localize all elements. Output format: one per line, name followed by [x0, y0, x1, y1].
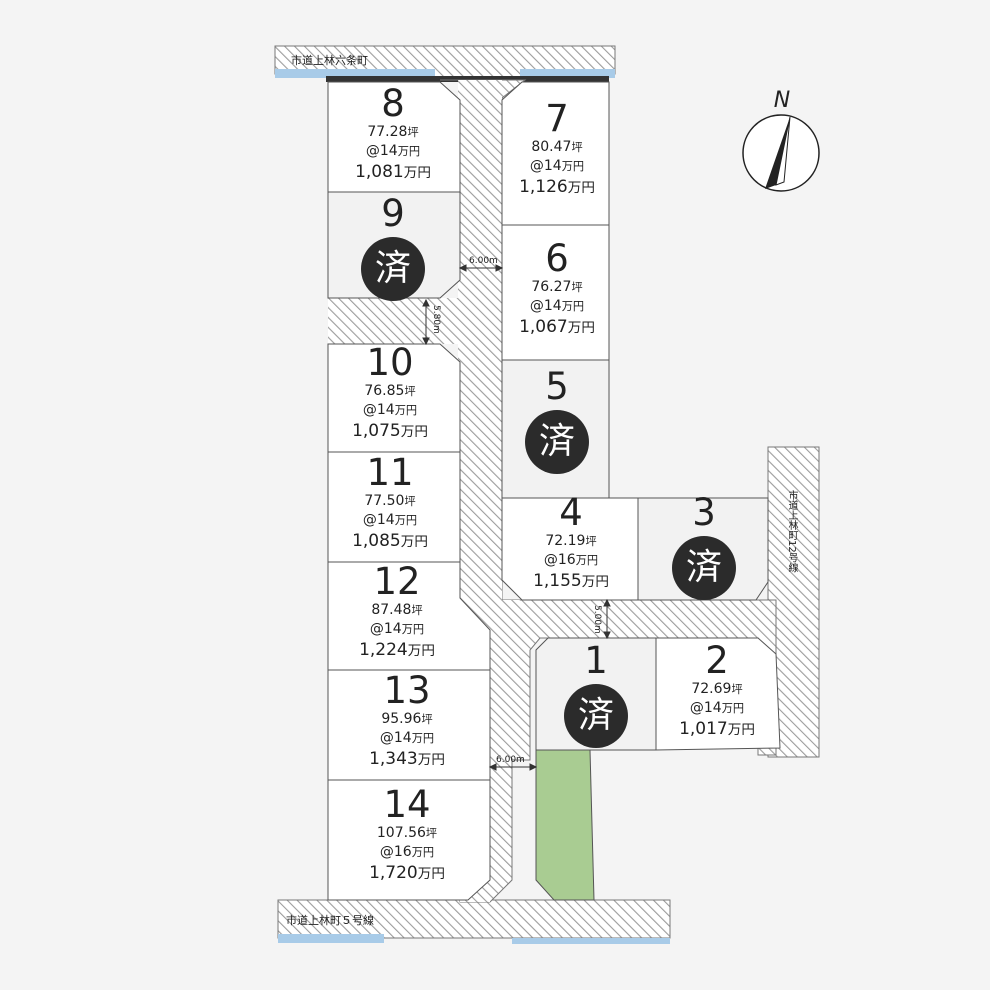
lot-area: 87.48坪: [371, 602, 423, 618]
lot-unit-price: @14万円: [369, 621, 425, 637]
lot-area: 80.47坪: [531, 139, 583, 155]
lot-number: 2: [705, 639, 729, 682]
compass-label: N: [774, 88, 790, 113]
lot-unit-price: @16万円: [543, 552, 599, 568]
lot-4-label[interactable]: 4 72.19坪 @16万円 1,155万円: [508, 494, 634, 593]
lot-area: 107.56坪: [376, 825, 438, 841]
lot-area: 77.28坪: [367, 124, 419, 140]
lot-number: 3: [692, 491, 716, 534]
lot-number: 7: [545, 97, 569, 140]
lot-number: 9: [381, 192, 405, 235]
lot-number: 12: [373, 560, 421, 603]
lot-price: 1,224万円: [359, 640, 435, 660]
north-road-label: 市道上林六条町: [291, 54, 368, 67]
lot-13-label[interactable]: 13 95.96坪 @14万円 1,343万円: [340, 672, 474, 771]
north-road: [274, 45, 616, 82]
lot-10: [327, 343, 461, 453]
lot-8: [327, 81, 461, 193]
lot-number: 13: [383, 669, 431, 712]
lot-area: 77.50坪: [364, 493, 416, 509]
north-arrow-icon: N: [742, 88, 820, 192]
lot-unit-price: @16万円: [379, 844, 435, 860]
sold-badge: 済: [672, 536, 736, 600]
lane-9-10: [328, 298, 460, 344]
dim-road-lower: 6.00m: [496, 755, 525, 765]
lot-11-label[interactable]: 11 77.50坪 @14万円 1,085万円: [328, 454, 452, 553]
lot-14: [327, 779, 491, 901]
lot-9-label[interactable]: 9 済: [328, 195, 458, 301]
east-road-label: 市道上林町12号線: [786, 490, 797, 573]
dim-road-upper: 6.00m: [469, 256, 498, 266]
lot-2-label[interactable]: 2 72.69坪 @14万円 1,017万円: [660, 642, 774, 741]
lot-price: 1,075万円: [352, 421, 428, 441]
lot-3-label[interactable]: 3 済: [640, 494, 768, 600]
dim-lane-4-1: 5.00m: [592, 605, 602, 634]
lot-area: 76.85坪: [364, 383, 416, 399]
lot-10-label[interactable]: 10 76.85坪 @14万円 1,075万円: [328, 344, 452, 443]
lot-price: 1,067万円: [519, 317, 595, 337]
lot-price: 1,155万円: [533, 571, 609, 591]
lot-8-label[interactable]: 8 77.28坪 @14万円 1,081万円: [328, 85, 458, 184]
lot-unit-price: @14万円: [365, 143, 421, 159]
lot-price: 1,720万円: [369, 863, 445, 883]
dimension-arrows: [422, 264, 611, 771]
lot-area: 72.19坪: [545, 533, 597, 549]
sold-badge: 済: [361, 237, 425, 301]
lot-number: 11: [366, 451, 414, 494]
lot-number: 1: [584, 639, 608, 682]
lot-number: 10: [366, 341, 414, 384]
lot-unit-price: @14万円: [379, 730, 435, 746]
sold-badge: 済: [564, 684, 628, 748]
lot-4: [501, 497, 639, 601]
lot-6-label[interactable]: 6 76.27坪 @14万円 1,067万円: [504, 240, 610, 339]
lot-area: 72.69坪: [691, 681, 743, 697]
dim-lane-9-10: 5.80m: [431, 305, 441, 334]
sold-badge: 済: [525, 410, 589, 474]
lot-number: 6: [545, 237, 569, 280]
lot-price: 1,085万円: [352, 531, 428, 551]
lot-price: 1,343万円: [369, 749, 445, 769]
lot-2: [655, 637, 781, 751]
lot-5-label[interactable]: 5 済: [504, 368, 610, 474]
lot-unit-price: @14万円: [362, 402, 418, 418]
lot-area: 76.27坪: [531, 279, 583, 295]
lot-unit-price: @14万円: [529, 158, 585, 174]
south-road-label: 市道上林町５号線: [286, 914, 374, 927]
lot-price: 1,126万円: [519, 177, 595, 197]
lot-price: 1,017万円: [679, 719, 755, 739]
lot-number: 8: [381, 82, 405, 125]
green-area: [535, 749, 595, 901]
lot-unit-price: @14万円: [689, 700, 745, 716]
lot-unit-price: @14万円: [362, 512, 418, 528]
lot-unit-price: @14万円: [529, 298, 585, 314]
lot-price: 1,081万円: [355, 162, 431, 182]
lot-12-label[interactable]: 12 87.48坪 @14万円 1,224万円: [330, 563, 464, 662]
lot-7-label[interactable]: 7 80.47坪 @14万円 1,126万円: [504, 100, 610, 199]
lot-number: 14: [383, 783, 431, 826]
lot-number: 5: [545, 365, 569, 408]
lot-1-label[interactable]: 1 済: [546, 642, 646, 748]
lot-number: 4: [559, 491, 583, 534]
south-road: [277, 899, 671, 944]
lot-area: 95.96坪: [381, 711, 433, 727]
lot-14-label[interactable]: 14 107.56坪 @16万円 1,720万円: [340, 786, 474, 885]
